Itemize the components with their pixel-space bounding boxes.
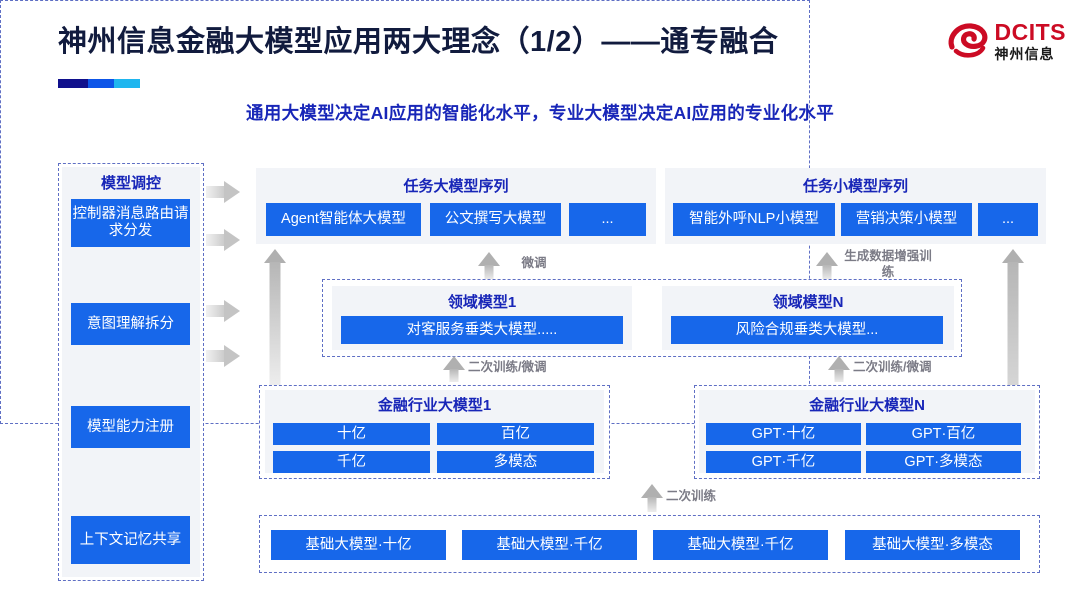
- up-arrow-finetune: [478, 252, 500, 280]
- domain-model-1-title: 领域模型1: [447, 294, 517, 311]
- logo-text-en: DCITS: [994, 19, 1066, 45]
- up-arrow-left-tall: [262, 249, 288, 385]
- up-arrow-retrain-finetune-left: [443, 356, 465, 382]
- domain-model-n-title: 领域模型N: [772, 294, 844, 311]
- chevron-right-icon-1: [206, 181, 240, 203]
- industry-n-item-shiyi[interactable]: GPT·十亿: [706, 423, 861, 445]
- task-small-item-more[interactable]: ...: [978, 203, 1038, 236]
- title-underline-rule: [58, 79, 140, 88]
- chevron-right-icon-4: [206, 345, 240, 367]
- control-item-register[interactable]: 模型能力注册: [71, 406, 190, 448]
- arrow-label-data-aug: 生成数据增强训练: [844, 249, 932, 279]
- control-item-dispatch[interactable]: 控制器消息路由请求分发: [71, 199, 190, 247]
- arrow-label-retrain-finetune-left: 二次训练/微调: [468, 360, 547, 374]
- chevron-right-icon-2: [206, 229, 240, 251]
- industry-1-item-multimodal[interactable]: 多模态: [437, 451, 594, 473]
- base-model-multimodal[interactable]: 基础大模型·多模态: [845, 530, 1020, 560]
- industry-1-item-qianyi[interactable]: 千亿: [273, 451, 430, 473]
- industry-1-item-baiyi[interactable]: 百亿: [437, 423, 594, 445]
- base-model-qianyi-1[interactable]: 基础大模型·千亿: [462, 530, 637, 560]
- rule-segment-navy: [58, 79, 88, 88]
- up-arrow-right-tall: [1000, 249, 1026, 479]
- arrow-label-finetune: 微调: [521, 256, 547, 270]
- task-small-title: 任务小模型序列: [802, 178, 908, 195]
- up-arrow-data-aug: [816, 252, 838, 280]
- base-model-qianyi-2[interactable]: 基础大模型·千亿: [653, 530, 828, 560]
- up-arrow-retrain-finetune-right: [828, 356, 850, 382]
- up-arrow-retrain: [641, 484, 663, 512]
- industry-n-item-baiyi[interactable]: GPT·百亿: [866, 423, 1021, 445]
- task-large-title: 任务大模型序列: [403, 178, 509, 195]
- arrow-label-retrain: 二次训练: [666, 489, 717, 503]
- industry-model-n-title: 金融行业大模型N: [809, 397, 925, 414]
- page-title: 神州信息金融大模型应用两大理念（1/2）——通专融合: [58, 26, 779, 58]
- industry-model-1-title: 金融行业大模型1: [377, 397, 492, 414]
- rule-segment-cyan: [114, 79, 140, 88]
- page-subtitle: 通用大模型决定AI应用的智能化水平，专业大模型决定AI应用的专业化水平: [246, 103, 834, 123]
- chevron-right-icon-3: [206, 300, 240, 322]
- industry-1-item-shiyi[interactable]: 十亿: [273, 423, 430, 445]
- arrow-label-retrain-finetune-right: 二次训练/微调: [853, 360, 932, 374]
- domain-model-n-item[interactable]: 风险合规垂类大模型...: [671, 316, 943, 344]
- task-large-item-more[interactable]: ...: [569, 203, 646, 236]
- task-large-item-agent[interactable]: Agent智能体大模型: [266, 203, 421, 236]
- task-small-item-nlp[interactable]: 智能外呼NLP小模型: [673, 203, 835, 236]
- control-item-memory[interactable]: 上下文记忆共享: [71, 516, 190, 564]
- rule-segment-blue: [88, 79, 114, 88]
- task-large-item-doc[interactable]: 公文撰写大模型: [430, 203, 561, 236]
- industry-n-item-qianyi[interactable]: GPT·千亿: [706, 451, 861, 473]
- logo-text-cn: 神州信息: [994, 46, 1055, 62]
- base-model-shiyi[interactable]: 基础大模型·十亿: [271, 530, 446, 560]
- dcits-swirl-icon: [946, 20, 988, 62]
- control-item-intent[interactable]: 意图理解拆分: [71, 303, 190, 345]
- industry-n-item-multimodal[interactable]: GPT·多模态: [866, 451, 1021, 473]
- model-control-title: 模型调控: [100, 175, 161, 192]
- dcits-logo: DCITS 神州信息: [946, 20, 1067, 62]
- task-small-item-marketing[interactable]: 营销决策小模型: [841, 203, 972, 236]
- domain-model-1-item[interactable]: 对客服务垂类大模型.....: [341, 316, 623, 344]
